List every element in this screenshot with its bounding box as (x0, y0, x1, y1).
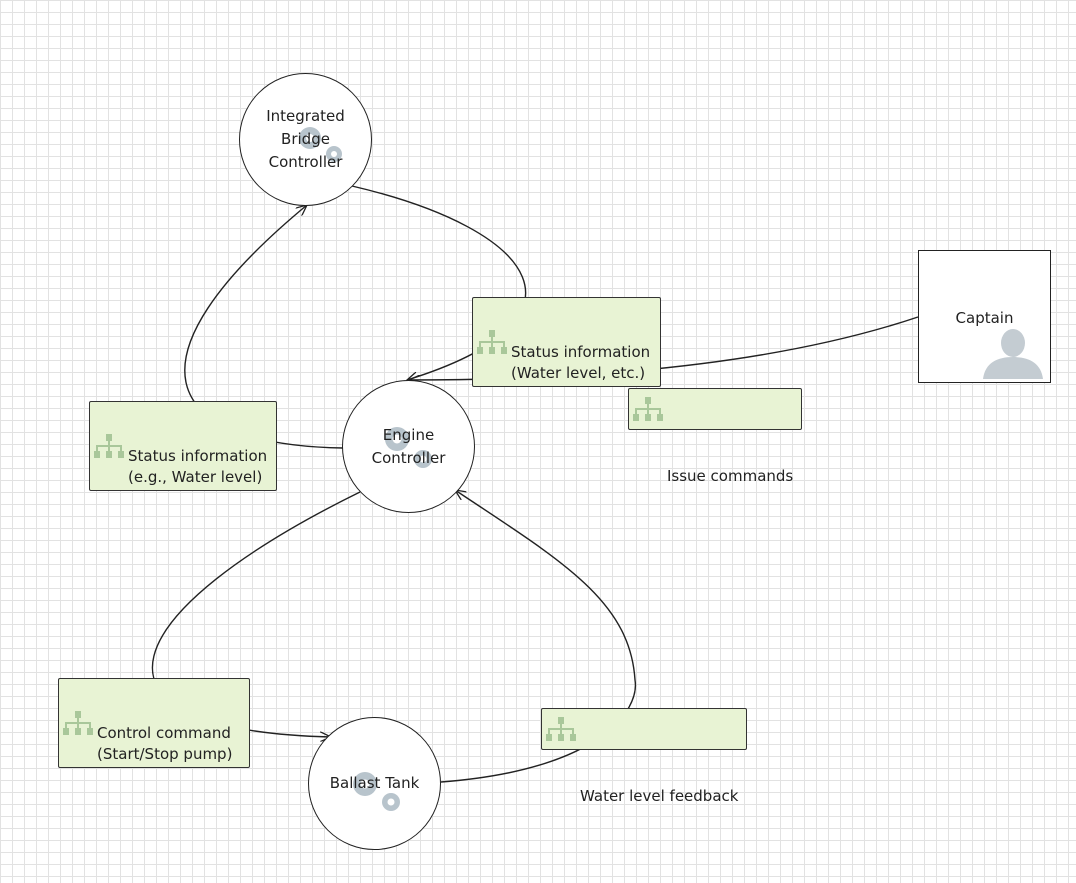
gear-icon (353, 772, 400, 811)
node-label: Captain (955, 309, 1014, 327)
edge-label-text: Control command (Start/Stop pump) (97, 724, 233, 763)
node-engine-controller[interactable]: Engine Controller (342, 380, 475, 513)
edge-ballast-to-engine[interactable] (440, 490, 637, 783)
edge-label-text: Issue commands (667, 467, 794, 485)
node-ballast-tank[interactable]: Ballast Tank (308, 717, 441, 850)
person-icon (983, 329, 1043, 379)
network-icon (477, 330, 507, 354)
node-label: Ballast Tank (329, 774, 420, 792)
edge-label-issue-commands[interactable]: Issue commands (628, 388, 802, 485)
edge-label-text: Water level feedback (580, 787, 739, 805)
edge-label-status-ibc-to-engine[interactable]: Status information (Water level, etc.) (472, 297, 661, 387)
node-integrated-bridge-controller[interactable]: Integrated Bridge Controller (239, 73, 372, 206)
network-icon (94, 434, 124, 458)
node-label: Engine Controller (371, 425, 446, 467)
edge-label-text: Status information (e.g., Water level) (128, 447, 268, 486)
network-icon (63, 711, 93, 735)
gear-icon (385, 427, 432, 468)
edge-label-control-command[interactable]: Control command (Start/Stop pump) (58, 678, 250, 768)
network-icon (546, 717, 576, 741)
network-icon (633, 397, 663, 421)
gear-icon (299, 127, 342, 162)
edge-label-water-level-feedback[interactable]: Water level feedback (541, 708, 747, 805)
node-label: Integrated Bridge Controller (266, 107, 345, 171)
edge-label-status-engine-to-ibc[interactable]: Status information (e.g., Water level) (89, 401, 277, 491)
node-captain[interactable]: Captain (918, 250, 1051, 383)
edge-label-text: Status information (Water level, etc.) (511, 343, 651, 382)
